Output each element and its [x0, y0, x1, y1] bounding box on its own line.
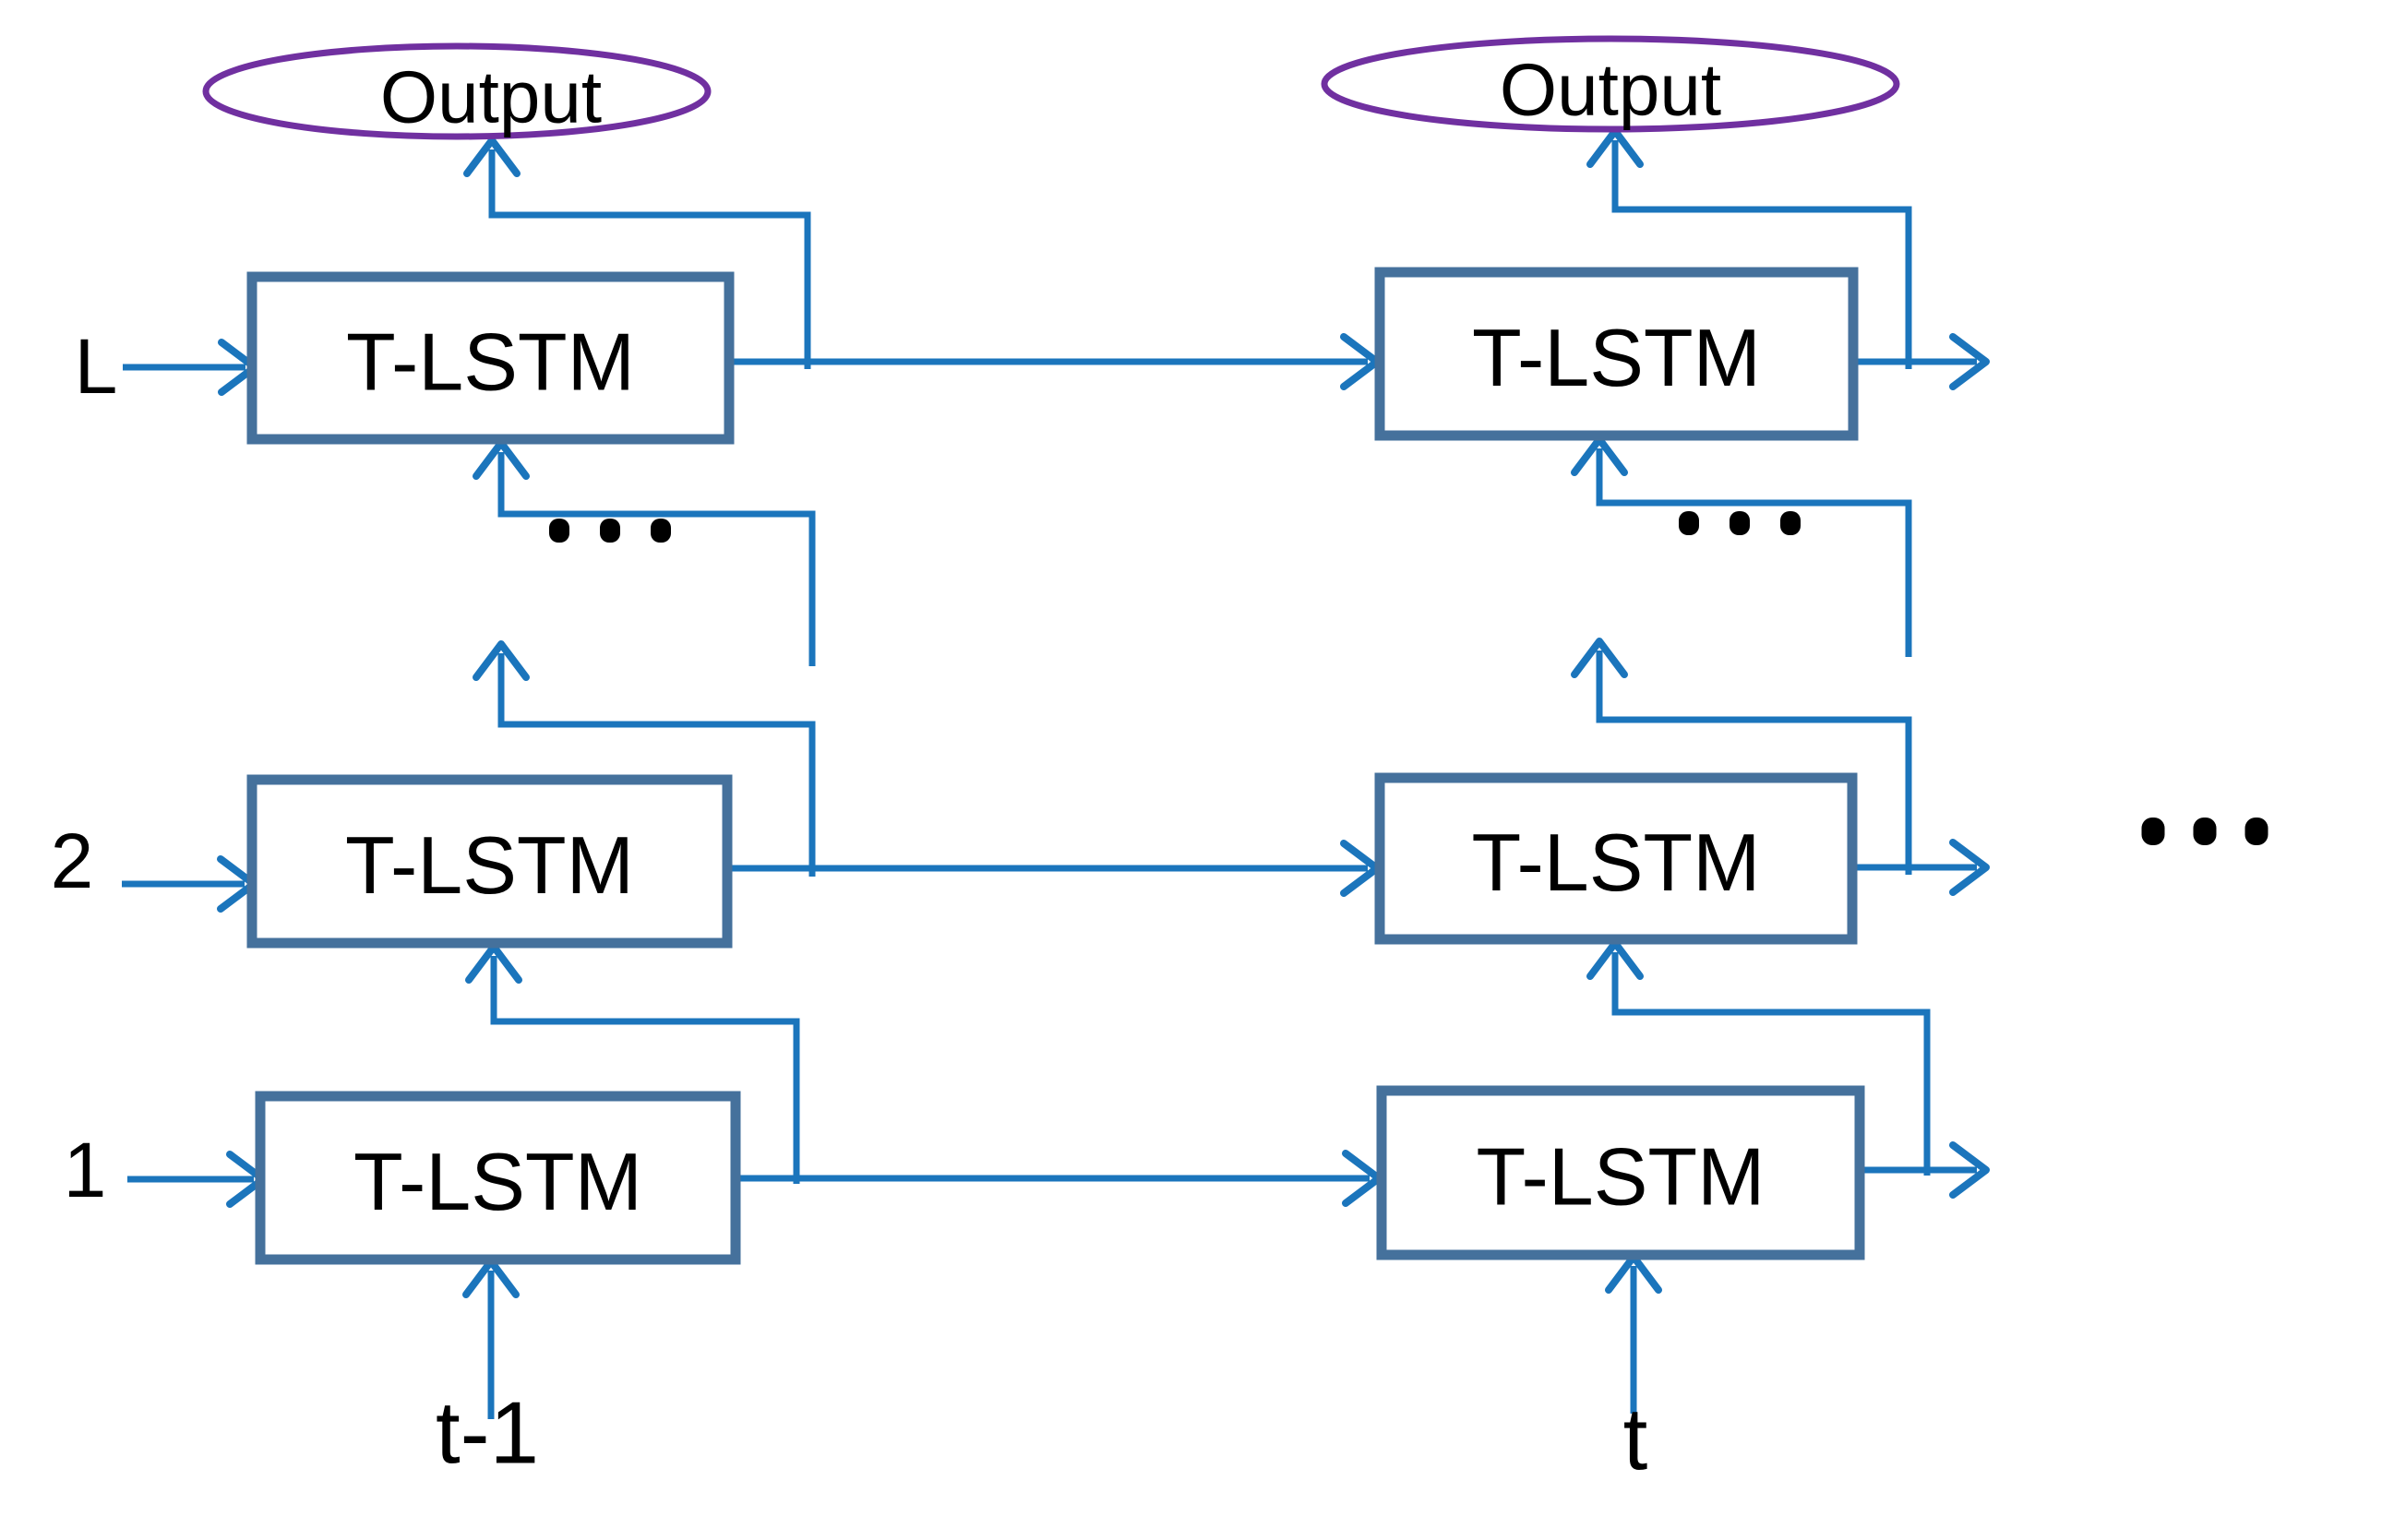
- elided-layers-dots-t-dot-2: [1730, 511, 1750, 535]
- output-ellipse-t-label: Output: [1500, 49, 1721, 131]
- elided-layers-dots-t-dot-3: [1780, 511, 1801, 535]
- elided-timesteps-dots-dot-1: [2141, 818, 2165, 845]
- connector-line-layer2-up-to-elided-t: [1596, 651, 1912, 875]
- output-ellipse-t1-label: Output: [380, 56, 602, 138]
- box-layer1-t-label: T-LSTM: [1477, 1131, 1766, 1223]
- connector-line-layer1-up-to-layer2-t: [1611, 952, 1931, 1176]
- connector-line-layer2-up-to-elided-t1: [497, 653, 816, 877]
- box-layerL-t-label: T-LSTM: [1472, 312, 1761, 403]
- connector-line-layer1-up-to-layer2-t1: [490, 956, 800, 1184]
- box-layerL-t: [1374, 267, 1859, 441]
- arrowhead-icon-hidden-out-1-t: [1949, 1141, 1990, 1199]
- arrowhead-icon-hidden-out-2-t: [1949, 839, 1990, 896]
- elided-layers-dots-t-dot-1: [1679, 511, 1699, 535]
- output-ellipse-t1: [202, 42, 712, 140]
- box-layer1-t: [1376, 1085, 1865, 1260]
- connector-line-elided-into-L-t: [1596, 448, 1912, 657]
- label-layer-2: 2: [51, 818, 94, 904]
- label-layer-L: L: [75, 323, 118, 410]
- elided-layers-dots-t1-dot-3: [651, 519, 671, 543]
- arrowhead-icon-hidden-out-L-t: [1949, 333, 1990, 390]
- box-layer2-t1-label: T-LSTM: [345, 819, 634, 911]
- box-layer2-t: [1374, 772, 1858, 945]
- connector-line-tap-output-t1: [488, 149, 811, 369]
- label-time-t: t: [1623, 1391, 1648, 1489]
- box-layer2-t-label: T-LSTM: [1472, 817, 1761, 908]
- box-layerL-t1-label: T-LSTM: [346, 316, 635, 408]
- elided-layers-dots-t1-dot-2: [600, 519, 620, 543]
- box-layer1-t1-label: T-LSTM: [353, 1136, 642, 1227]
- label-time-t1: t-1: [436, 1384, 539, 1483]
- output-ellipse-t: [1321, 35, 1900, 133]
- elided-timesteps-dots-dot-3: [2244, 818, 2268, 845]
- arrowhead-icon-layer2-up-to-elided-t1: [473, 640, 530, 681]
- connector-line-tap-output-t: [1611, 140, 1912, 369]
- box-layer2-t1: [246, 774, 733, 949]
- elided-timesteps-dots-dot-2: [2193, 818, 2217, 845]
- connector-line-elided-into-L-t1: [497, 452, 816, 666]
- elided-layers-dots-t1-dot-1: [549, 519, 569, 543]
- box-layer1-t1: [255, 1091, 741, 1265]
- arrowhead-icon-layer2-up-to-elided-t: [1571, 638, 1628, 678]
- label-layer-1: 1: [64, 1127, 107, 1213]
- box-layerL-t1: [246, 271, 735, 445]
- arrowhead-icon-tap-output-t1: [463, 137, 521, 177]
